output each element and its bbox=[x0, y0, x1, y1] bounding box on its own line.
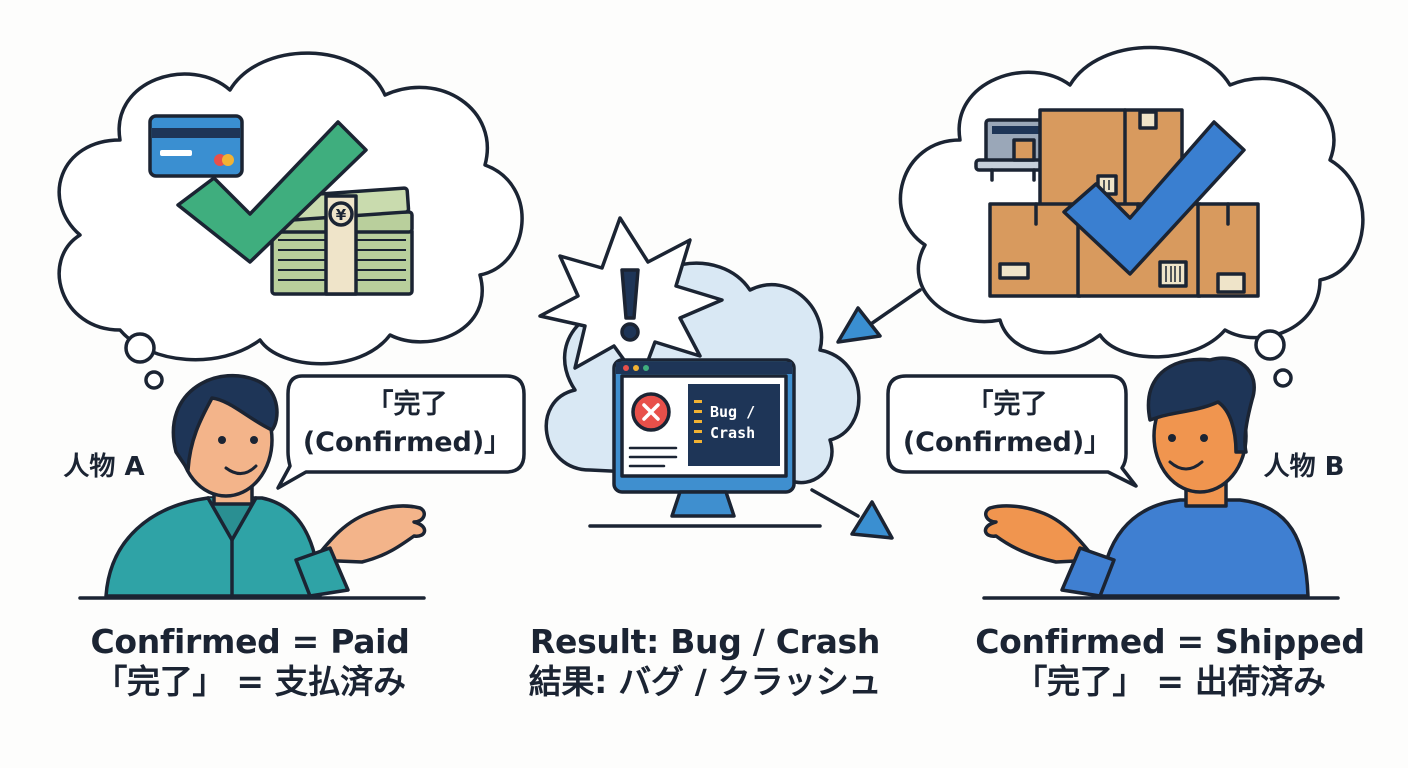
caption-center: Result: Bug / Crash 結果: バグ / クラッシュ bbox=[510, 622, 900, 702]
caption-a-en: Confirmed = Paid bbox=[90, 622, 410, 661]
caption-center-en: Result: Bug / Crash bbox=[529, 622, 881, 661]
caption-b-en: Confirmed = Shipped bbox=[975, 622, 1365, 661]
caption-a-ja: 「完了」 = 支払済み bbox=[94, 662, 406, 701]
screen-line-2: Crash bbox=[710, 424, 756, 442]
check-icon bbox=[176, 120, 368, 264]
error-icon bbox=[631, 392, 671, 432]
conveyor-icon bbox=[974, 118, 1052, 182]
screen-line-1: Bug / bbox=[710, 403, 756, 421]
person-a-avatar bbox=[104, 373, 427, 598]
speech-line-1: 「完了 bbox=[366, 389, 448, 420]
caption-b: Confirmed = Shipped 「完了」 = 出荷済み bbox=[970, 622, 1370, 702]
speech-bubble-a-text: 「完了 (Confirmed)」 bbox=[292, 386, 522, 462]
credit-card-icon bbox=[148, 114, 244, 178]
svg-text:¥: ¥ bbox=[336, 206, 347, 224]
person-b-name: 人物 B bbox=[1263, 452, 1345, 482]
speech-line-2: (Confirmed)」 bbox=[902, 427, 1112, 458]
arrow-icon bbox=[836, 288, 922, 344]
caption-b-ja: 「完了」 = 出荷済み bbox=[1014, 662, 1326, 701]
speech-line-1: 「完了 bbox=[966, 389, 1048, 420]
person-b-avatar bbox=[983, 356, 1310, 598]
arrow-icon bbox=[810, 488, 894, 540]
speech-bubble-b bbox=[886, 374, 1138, 488]
check-icon bbox=[1062, 120, 1246, 276]
speech-bubble-a bbox=[276, 374, 526, 490]
speech-line-2: (Confirmed)」 bbox=[302, 427, 512, 458]
person-a-name: 人物 A bbox=[63, 452, 145, 482]
monitor-icon bbox=[588, 358, 822, 528]
caption-a: Confirmed = Paid 「完了」 = 支払済み bbox=[60, 622, 440, 702]
screen-error-text: Bug / Crash bbox=[710, 402, 780, 444]
caption-center-ja: 結果: バグ / クラッシュ bbox=[528, 662, 882, 701]
speech-bubble-b-text: 「完了 (Confirmed)」 bbox=[892, 386, 1122, 462]
